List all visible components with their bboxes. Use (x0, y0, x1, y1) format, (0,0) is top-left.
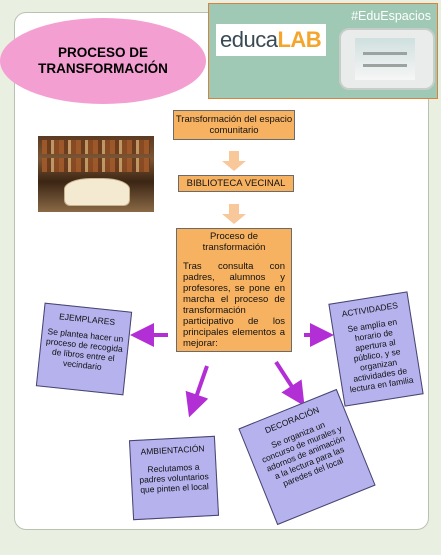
process-description: Tras consulta con padres, alumnos y prof… (183, 261, 285, 349)
element-ejemplares: EJEMPLARES Se plantea hacer un proceso d… (35, 302, 133, 396)
flow-arrow-stem (229, 204, 239, 214)
process-title: Proceso de transformación (202, 231, 266, 253)
hashtag-label: #EduEspacios (351, 9, 431, 23)
element-actividades: ACTIVIDADES Se amplía en horario de aper… (328, 291, 424, 407)
shelf-line (363, 52, 407, 55)
arrow-down-left-icon (185, 365, 209, 418)
flow-arrow-down-icon (222, 214, 246, 224)
element-text: Reclutamos a padres voluntarios que pint… (139, 461, 210, 495)
step-biblioteca-vecinal: BIBLIOTECA VECINAL (178, 175, 294, 192)
bookshelf-row (42, 158, 150, 172)
element-text: Se amplía en horario de apertura al públ… (346, 316, 415, 395)
step-transformation-process: Proceso de transformación Tras consulta … (176, 228, 292, 352)
element-title: EJEMPLARES (58, 311, 116, 328)
open-book-image (64, 178, 130, 206)
diagram-title: PROCESO DE TRANSFORMACIÓN (0, 18, 206, 104)
element-ambientacion: AMBIENTACIÓN Reclutamos a padres volunta… (128, 435, 220, 521)
open-book-photo (38, 136, 154, 212)
element-text: Se plantea hacer un proceso de recogida … (45, 326, 124, 372)
tablet-screen (355, 38, 415, 80)
step-community-space: Transformación del espacio comunitario (173, 110, 295, 140)
arrow-down-right-icon (274, 360, 305, 407)
flow-arrow-stem (229, 151, 239, 161)
flow-arrow-down-icon (222, 161, 246, 171)
shelf-line (363, 64, 407, 67)
bookshelf-row (42, 140, 150, 154)
element-title: AMBIENTACIÓN (140, 443, 205, 457)
tablet-illustration (339, 28, 435, 90)
